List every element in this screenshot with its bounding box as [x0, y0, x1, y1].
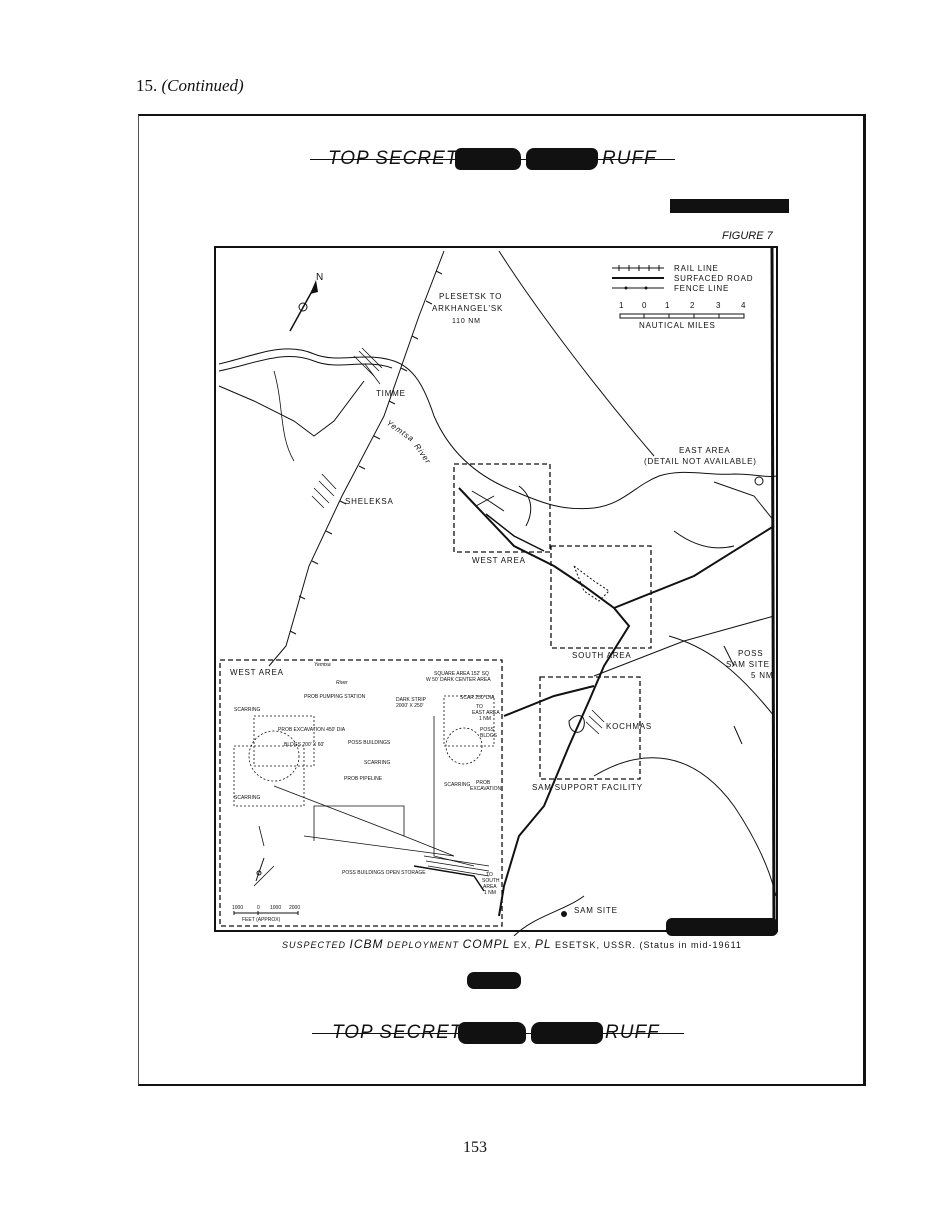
map-label-poss-sam: POSS — [738, 649, 763, 658]
inset-label: 1 NM — [479, 716, 491, 722]
figure-label: FIGURE 7 — [722, 230, 773, 242]
inset-label: TO — [476, 704, 483, 710]
document-frame — [138, 114, 866, 1086]
map-label-east-note: (DETAIL NOT AVAILABLE) — [644, 457, 757, 466]
inset-label: PROB EXCAVATION 450' DIA — [278, 727, 346, 733]
map-label-poss-sam: 5 NM — [751, 671, 773, 680]
inset-label: PROB PUMPING STATION — [304, 694, 366, 700]
banner-top-suffix: RUFF — [602, 148, 657, 169]
caption-part: EX, — [513, 940, 532, 950]
banner-top-prefix: TOP SECRET — [328, 148, 459, 169]
inset-river: River — [336, 680, 348, 686]
inset-label: EXCAVATION — [470, 786, 502, 792]
inset-scale-tick: 2000 — [289, 905, 300, 911]
map-label-west-area: WEST AREA — [472, 556, 526, 565]
scale-tick: 3 — [716, 301, 721, 310]
redaction-block — [458, 1022, 526, 1044]
map-label-plesetsk: PLESETSK TO — [439, 292, 502, 301]
map-label-river: Yemtsa — [385, 418, 416, 443]
inset-title: WEST AREA — [230, 668, 284, 677]
scale-tick: 0 — [642, 301, 647, 310]
scale-tick: 1 — [665, 301, 670, 310]
north-label: N — [316, 272, 324, 283]
inset-label: POSS BUILDINGS — [348, 740, 391, 746]
section-heading: 15. (Continued) — [136, 76, 244, 96]
scale-tick: 4 — [741, 301, 746, 310]
inset-label: EAST AREA — [472, 710, 500, 716]
map-label-distance: 110 NM — [452, 318, 481, 325]
map-label-sheleksa: SHELEKSA — [345, 497, 394, 506]
inset-label: TO — [486, 872, 493, 878]
west-area-inset — [233, 695, 495, 892]
inset-label: SCARRING — [364, 760, 391, 766]
figure-caption: SUSPECTED ICBM DEPLOYMENT COMPL EX, PL E… — [282, 937, 742, 951]
banner-bottom-suffix: RUFF — [605, 1022, 660, 1043]
scale-tick: 2 — [690, 301, 695, 310]
map-label-river: River — [412, 442, 432, 466]
map-label-sam-support: SAM SUPPORT FACILITY — [532, 783, 643, 792]
inset-label: AREA — [483, 884, 497, 890]
legend-rail-line: RAIL LINE — [674, 264, 719, 273]
map-label-arkhangelsk: ARKHANGEL'SK — [432, 304, 503, 313]
caption-part: SUSPECTED — [282, 940, 347, 950]
inset-label: BLDGS — [480, 733, 498, 739]
sam-support-box — [539, 676, 641, 780]
inset-river: Yemtsa — [314, 662, 331, 668]
figure-map: RAIL LINE SURFACED ROAD FENCE LINE 1 0 1… — [214, 246, 778, 936]
caption-part: ESETSK, USSR. (Status in mid-19611 — [555, 940, 742, 950]
inset-label: SCAR 250' DIA — [460, 695, 495, 701]
inset-label: POSS BUILDINGS OPEN STORAGE — [342, 870, 426, 876]
page-number: 153 — [463, 1139, 487, 1156]
redaction-block — [526, 148, 598, 170]
inset-scale-tick: 1000 — [270, 905, 281, 911]
caption-part: COMPL — [462, 937, 511, 951]
inset-label: SOUTH — [482, 878, 500, 884]
legend-fence-line: FENCE LINE — [674, 284, 729, 293]
inset-label: SCARRING — [234, 707, 261, 713]
section-note: (Continued) — [161, 76, 244, 95]
sam-site-marker — [561, 911, 567, 917]
inset-scale-tick: 0 — [257, 905, 260, 911]
scale-tick: 1 — [619, 301, 624, 310]
west-area-box — [453, 463, 551, 553]
inset-label: POSS — [480, 727, 495, 733]
section-number: 15. — [136, 76, 158, 95]
map-label-south-area: SOUTH AREA — [572, 651, 632, 660]
inset-label: 2000' X 250' — [396, 703, 424, 709]
north-arrow: N — [289, 272, 324, 332]
south-area-box — [550, 545, 652, 649]
inset-label: PROB PIPELINE — [344, 776, 383, 782]
map-label-poss-sam: SAM SITE — [726, 660, 770, 669]
redaction-block — [531, 1022, 603, 1044]
west-area-inset-box — [219, 659, 503, 927]
inset-label: SQUARE AREA 152' SQ — [434, 671, 489, 677]
inset-label: PROB — [476, 780, 491, 786]
inset-label: 1 NM — [484, 890, 496, 896]
inset-label: DARK STRIP — [396, 697, 427, 703]
banner-bottom-prefix: TOP SECRET — [332, 1022, 463, 1043]
map-label-sam-site: SAM SITE — [574, 906, 618, 915]
caption-part: DEPLOYMENT — [387, 940, 460, 950]
redaction-block — [666, 918, 778, 936]
map-label-east-area: EAST AREA — [679, 446, 731, 455]
inset-label: SCARRING — [234, 795, 261, 801]
redaction-block — [467, 972, 521, 989]
caption-part: PL — [534, 937, 552, 951]
map-label-timme: TIMME — [376, 389, 406, 398]
map-legend: RAIL LINE SURFACED ROAD FENCE LINE 1 0 1… — [612, 264, 753, 330]
inset-label: W 50' DARK CENTER AREA — [426, 677, 491, 683]
redaction-block — [455, 148, 521, 170]
inset-label: SCARRING — [444, 782, 471, 788]
inset-scale-unit: FEET (APPROX) — [242, 917, 281, 923]
inset-label: BLDGS 200' X 60' — [284, 742, 324, 748]
inset-scale-tick: 1000 — [232, 905, 243, 911]
caption-part: ICBM — [349, 937, 384, 951]
map-label-kochmas: KOCHMAS — [606, 722, 652, 731]
redaction-block — [670, 199, 789, 213]
classification-banner-bottom: TOP SECRET RUFF — [312, 1020, 687, 1046]
inset-scale: 1000 0 1000 2000 FEET (APPROX) — [232, 857, 300, 923]
classification-banner-top: TOP SECRET RUFF — [310, 146, 680, 172]
legend-scale-unit: NAUTICAL MILES — [639, 321, 716, 330]
legend-surfaced-road: SURFACED ROAD — [674, 274, 753, 283]
